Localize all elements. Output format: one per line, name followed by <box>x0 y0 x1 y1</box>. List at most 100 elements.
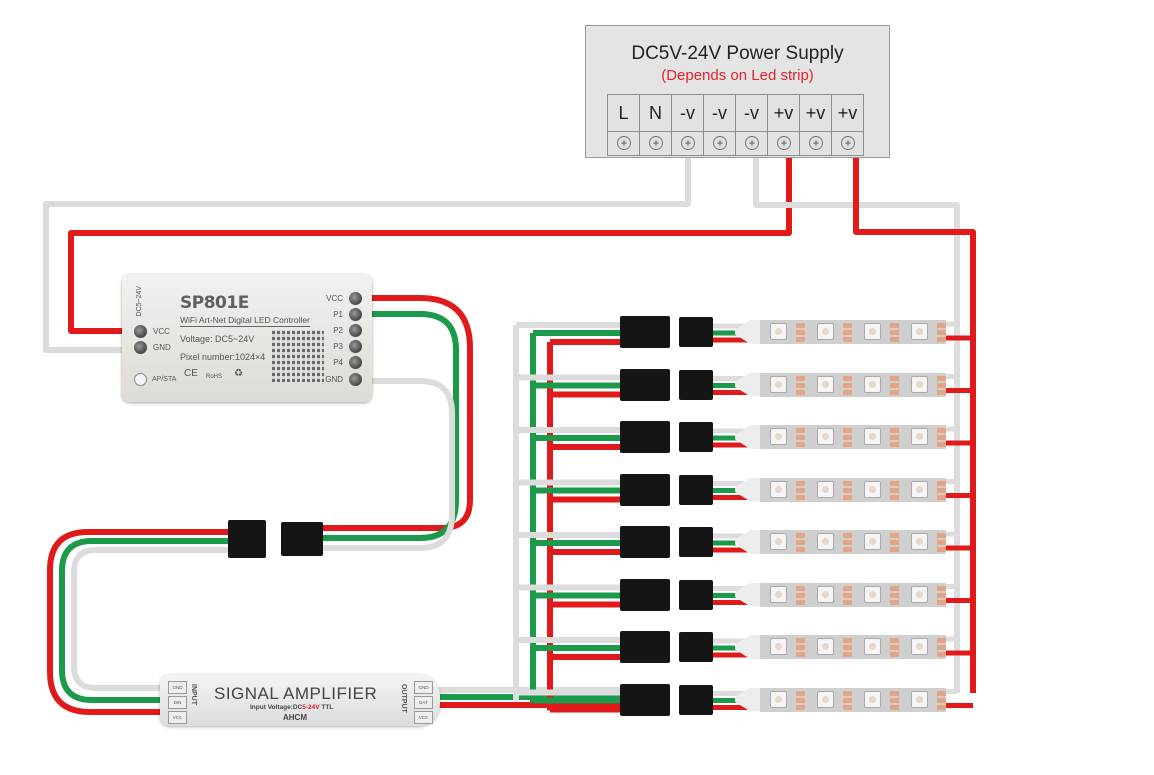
button-icon <box>134 373 147 386</box>
pin-label: P1 <box>333 310 343 319</box>
solder-pad <box>890 479 899 500</box>
pin-label: P4 <box>333 358 343 367</box>
jst-female-connector <box>620 631 670 663</box>
input-pin-vcc: VCC <box>134 325 170 338</box>
solder-pad <box>843 637 852 657</box>
screw-icon <box>349 324 362 337</box>
led-pixel <box>864 375 881 393</box>
jst-female-connector <box>620 316 670 348</box>
jst-male-connector <box>679 317 713 347</box>
jst-female-connector <box>620 421 670 453</box>
wire-psu-vcc-to-strips <box>853 158 976 693</box>
wire-controller-vcc-out <box>304 295 473 531</box>
led-strip <box>760 635 946 659</box>
solder-pad <box>937 584 946 605</box>
solder-pad <box>843 689 852 710</box>
screw-icon <box>349 373 362 386</box>
voltage-value: 5-24V <box>302 704 320 711</box>
screw-icon: + <box>649 136 663 150</box>
terminal-pos-3: +v+ <box>831 94 864 156</box>
solder-pad <box>937 637 946 657</box>
terminal-label: -v <box>672 95 703 132</box>
led-strip <box>760 687 946 712</box>
terminal-label: N <box>640 95 671 132</box>
solder-pad <box>890 322 899 342</box>
led-pixel <box>911 323 928 340</box>
led-strip <box>760 372 946 397</box>
led-pixel <box>817 323 834 340</box>
jst-male-connector <box>679 422 713 452</box>
solder-pad <box>796 532 805 552</box>
amp-title: SIGNAL AMPLIFIER <box>214 684 378 703</box>
led-pixel <box>911 690 928 708</box>
led-pixel <box>817 585 834 603</box>
jst-female-connector <box>620 526 670 558</box>
solder-pad <box>937 479 946 500</box>
screw-icon <box>349 340 362 353</box>
terminal-pos-2: +v+ <box>799 94 832 156</box>
output-pin-vcc: VCC <box>326 292 362 305</box>
solder-pad <box>796 374 805 395</box>
amp-input-pins: GND DIN VCC <box>168 681 187 724</box>
led-pixel <box>770 375 787 393</box>
ap-sta-button[interactable]: AP/STA <box>134 373 176 386</box>
led-pixel <box>911 480 928 498</box>
terminal-label: +v <box>768 95 799 132</box>
output-pin-p3: P3 <box>333 340 362 353</box>
solder-pad <box>796 479 805 500</box>
screw-icon <box>349 308 362 321</box>
solder-pad <box>843 532 852 552</box>
screw-icon: + <box>681 136 695 150</box>
solder-pad <box>937 532 946 552</box>
led-pixel <box>911 585 928 603</box>
led-pixel <box>817 375 834 393</box>
button-label: AP/STA <box>152 376 177 383</box>
terminal-label: +v <box>800 95 831 132</box>
solder-pad <box>937 689 946 710</box>
screw-icon <box>349 356 362 369</box>
jst-female-connector <box>620 578 670 611</box>
solder-pad <box>796 322 805 342</box>
power-supply-subtitle: (Depends on Led strip) <box>661 67 814 84</box>
led-pixel <box>864 428 881 445</box>
amp-output-label: OUTPUT <box>400 684 407 713</box>
led-pixel <box>770 323 787 340</box>
solder-pad <box>890 637 899 657</box>
screw-icon <box>134 341 147 354</box>
signal-amplifier: GND DIN VCC INPUT SIGNAL AMPLIFIER Input… <box>160 674 440 726</box>
solder-pad <box>843 584 852 605</box>
wire-amp-input-vcc <box>47 529 228 715</box>
amp-model: AHCM <box>283 713 307 722</box>
led-pixel <box>817 480 834 498</box>
terminal-pos-1: +v + <box>767 94 800 156</box>
led-pixel <box>770 428 787 445</box>
controller-model: SP801E <box>180 293 249 313</box>
solder-pad <box>890 532 899 552</box>
sp801e-controller: DC5~24V SP801E WiFi Art-Net Digital LED … <box>122 274 372 402</box>
solder-pad <box>796 637 805 657</box>
pin-label: VCC <box>153 327 170 336</box>
wire-amp-input-data <box>59 538 228 703</box>
screw-icon: + <box>713 136 727 150</box>
qr-code <box>272 330 324 382</box>
terminal-neg-3: -v+ <box>735 94 768 156</box>
ce-mark: CE <box>184 368 198 379</box>
jst-male-connector <box>679 579 713 610</box>
jst-female-connector <box>281 522 323 556</box>
jst-male-connector <box>228 520 266 558</box>
led-pixel <box>817 690 834 708</box>
terminal-label: -v <box>736 95 767 132</box>
led-pixel <box>864 638 881 655</box>
screw-icon: + <box>777 136 791 150</box>
controller-pixel-number: Pixel number:1024×4 <box>180 352 266 362</box>
led-pixel <box>770 585 787 603</box>
amp-output-pins: GND DAT VCC <box>414 681 433 724</box>
solder-pad <box>843 479 852 500</box>
power-supply: DC5V-24V Power Supply (Depends on Led st… <box>585 25 890 158</box>
wire-psu-gnd-to-controller <box>43 158 691 353</box>
pin-label: GND <box>414 681 433 694</box>
wire-amp-input-gnd <box>71 547 228 691</box>
led-strip <box>760 477 946 502</box>
terminal-label: +v <box>832 95 863 132</box>
